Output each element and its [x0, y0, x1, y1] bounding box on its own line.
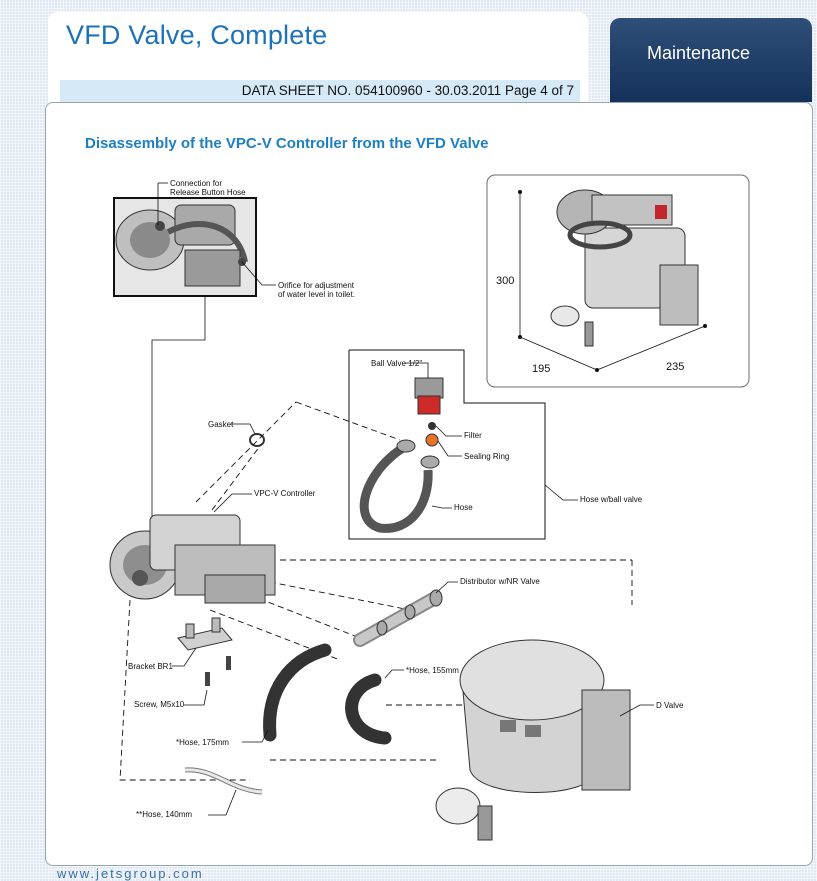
dimension-box — [486, 174, 750, 388]
maintenance-tab-label: Maintenance — [647, 43, 751, 63]
callout-sealing-ring: Sealing Ring — [464, 452, 509, 461]
callout-distributor: Distributor w/NR Valve — [460, 577, 540, 586]
hose-175-part — [263, 643, 332, 742]
section-heading: Disassembly of the VPC-V Controller from… — [85, 135, 489, 152]
vpc-controller-part — [109, 514, 276, 604]
datasheet-number: DATA SHEET NO. 054100960 - 30.03.2011 Pa… — [241, 83, 574, 98]
maintenance-tab: Maintenance — [610, 18, 812, 102]
distributor-part — [353, 589, 443, 647]
document-title: VFD Valve, Complete — [66, 20, 328, 50]
callout-connection-line2: Release Button Hose — [170, 188, 246, 197]
d-valve-part — [435, 639, 631, 841]
callout-gasket: Gasket — [208, 420, 234, 429]
bracket-part — [177, 617, 233, 686]
callout-hose-140: **Hose, 140mm — [136, 810, 192, 819]
callout-screw: Screw, M5x10 — [134, 700, 185, 709]
callout-orifice-line1: Orifice for adjustment — [278, 281, 355, 290]
callout-hose-ball-valve: Hose w/ball valve — [580, 495, 643, 504]
detail-inset — [113, 197, 257, 297]
dimension-width: 195 — [532, 363, 550, 375]
callout-connection-line1: Connection for — [170, 179, 222, 188]
callout-filter: Filter — [464, 431, 482, 440]
callout-hose: Hose — [454, 503, 473, 512]
callout-hose-175: *Hose, 175mm — [176, 738, 229, 747]
hose-155-part — [345, 673, 392, 745]
assembly-lines — [119, 401, 633, 781]
callout-hose-155: *Hose, 155mm — [406, 666, 459, 675]
callout-d-valve: D Valve — [656, 701, 684, 710]
callout-orifice-line2: of water level in toilet. — [278, 290, 355, 299]
dimension-depth: 235 — [666, 361, 684, 373]
footer-url[interactable]: www.jetsgroup.com — [57, 866, 204, 881]
datasheet-bar: DATA SHEET NO. 054100960 - 30.03.2011 Pa… — [60, 80, 580, 102]
callout-vpc-controller: VPC-V Controller — [254, 489, 316, 498]
callout-bracket: Bracket BR1 — [128, 662, 173, 671]
callout-ball-valve: Ball Valve 1/2" — [371, 359, 422, 368]
ball-valve-kit — [348, 349, 546, 540]
dimension-height: 300 — [496, 275, 514, 287]
